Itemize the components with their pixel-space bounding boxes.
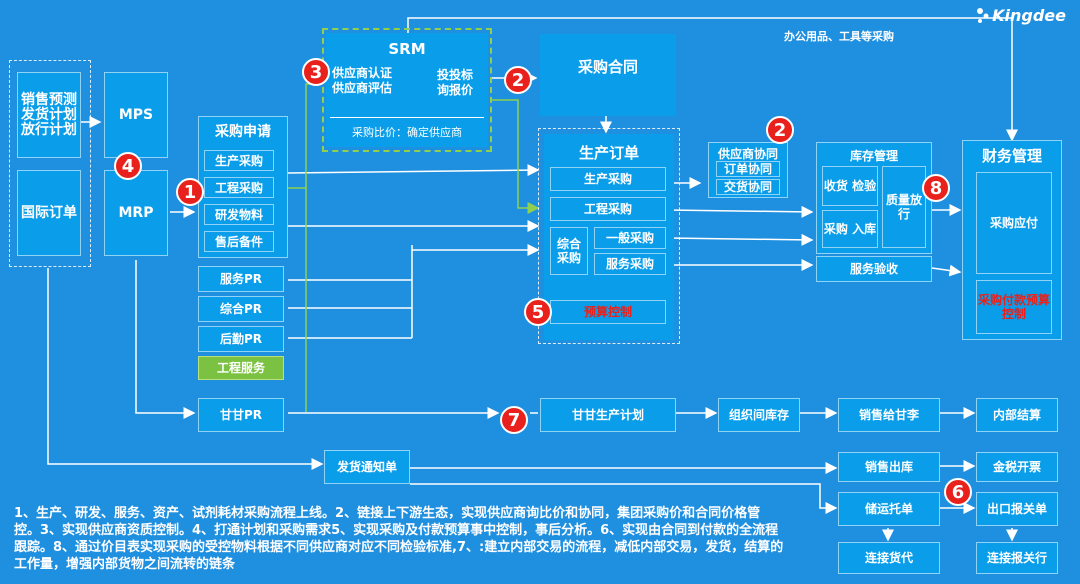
badge-6: 6 (944, 478, 972, 506)
shipping-order-box[interactable]: 储运托单 (838, 492, 940, 526)
kingdee-logo: Kingdee (974, 6, 1066, 25)
srm-inquiry: 询报价 (436, 83, 473, 97)
mps-box[interactable]: MPS (104, 72, 168, 158)
badge-5: 5 (524, 298, 552, 326)
po-production[interactable]: 生产采购 (550, 167, 666, 191)
badge-2-srm: 2 (504, 66, 532, 94)
badge-8: 8 (922, 174, 950, 202)
sales-out-box[interactable]: 销售出库 (838, 452, 940, 482)
po-service[interactable]: 服务采购 (594, 253, 666, 275)
production-order-group (538, 128, 680, 344)
badge-2-collab: 2 (766, 116, 794, 144)
pr-item-rnd[interactable]: 研发物料 (204, 204, 274, 225)
broker-box[interactable]: 连接报关行 (976, 542, 1058, 574)
logistics-pr-box[interactable]: 后勤PR (198, 326, 284, 352)
top-note: 办公用品、工具等采购 (784, 30, 894, 43)
srm-group (322, 28, 492, 152)
engineering-service-box[interactable]: 工程服务 (198, 356, 284, 380)
badge-4: 4 (114, 152, 142, 180)
pr-item-aftersales[interactable]: 售后备件 (204, 231, 274, 252)
pr-item-production[interactable]: 生产采购 (204, 150, 274, 171)
srm-cert: 供应商认证 (332, 66, 393, 80)
left-dashed-group (9, 60, 91, 267)
finance-budget-label: 采购付款预算控制 (977, 293, 1050, 321)
srm-title: SRM (388, 40, 426, 58)
service-pr-box[interactable]: 服务PR (198, 266, 284, 292)
po-general[interactable]: 综合 采购 (550, 227, 588, 275)
srm-bid: 投投标 (436, 68, 473, 82)
sale-box[interactable]: 销售给甘李 (838, 398, 940, 432)
inv-receive-inspect[interactable]: 收货 检验 (822, 166, 878, 206)
finance-budget[interactable]: 采购付款预算控制 (976, 280, 1052, 334)
plan-box[interactable]: 销售预测 发货计划 放行计划 (17, 72, 81, 158)
logo-dots-icon (977, 7, 989, 23)
delivery-collab[interactable]: 交货协同 (716, 179, 780, 195)
srm-eval: 供应商评估 (332, 81, 393, 95)
forwarder-box[interactable]: 连接货代 (838, 542, 940, 574)
badge-1: 1 (176, 178, 204, 206)
po-engineering[interactable]: 工程采购 (550, 197, 666, 221)
po-budget-label: 预算控制 (583, 305, 632, 319)
org-stock-box[interactable]: 组织间库存 (718, 398, 800, 432)
service-accept-box[interactable]: 服务验收 (816, 256, 932, 282)
pr-item-engineering[interactable]: 工程采购 (204, 177, 274, 198)
srm-compare: 采购比价：确定供应商 (352, 126, 462, 139)
finance-payable[interactable]: 采购应付 (976, 172, 1052, 274)
po-budget-control[interactable]: 预算控制 (550, 300, 666, 324)
contract-box[interactable]: 采购合同 (540, 34, 676, 116)
mrp-box[interactable]: MRP (104, 170, 168, 256)
gangan-plan-box[interactable]: 甘甘生产计划 (540, 398, 676, 432)
general-pr-box[interactable]: 综合PR (198, 296, 284, 322)
customs-box[interactable]: 出口报关单 (976, 492, 1058, 526)
po-normal[interactable]: 一般采购 (594, 227, 666, 249)
badge-3: 3 (302, 58, 330, 86)
summary-note: 1、生产、研发、服务、资产、试剂耗材采购流程上线。2、链接上下游生态，实现供应商… (14, 506, 784, 572)
ship-notice-box[interactable]: 发货通知单 (324, 450, 410, 484)
logo-text: Kingdee (992, 6, 1066, 25)
internal-settle-box[interactable]: 内部结算 (976, 398, 1058, 432)
badge-7: 7 (500, 406, 528, 434)
inv-purchase-in[interactable]: 采购 入库 (822, 210, 878, 248)
intl-order-box[interactable]: 国际订单 (17, 170, 81, 256)
srm-box[interactable] (326, 33, 488, 147)
order-collab[interactable]: 订单协同 (716, 161, 780, 177)
tax-invoice-box[interactable]: 金税开票 (976, 452, 1058, 482)
gangan-pr-box[interactable]: 甘甘PR (198, 398, 284, 432)
srm-divider (330, 117, 484, 118)
inv-quality-release[interactable]: 质量放 行 (882, 166, 926, 248)
